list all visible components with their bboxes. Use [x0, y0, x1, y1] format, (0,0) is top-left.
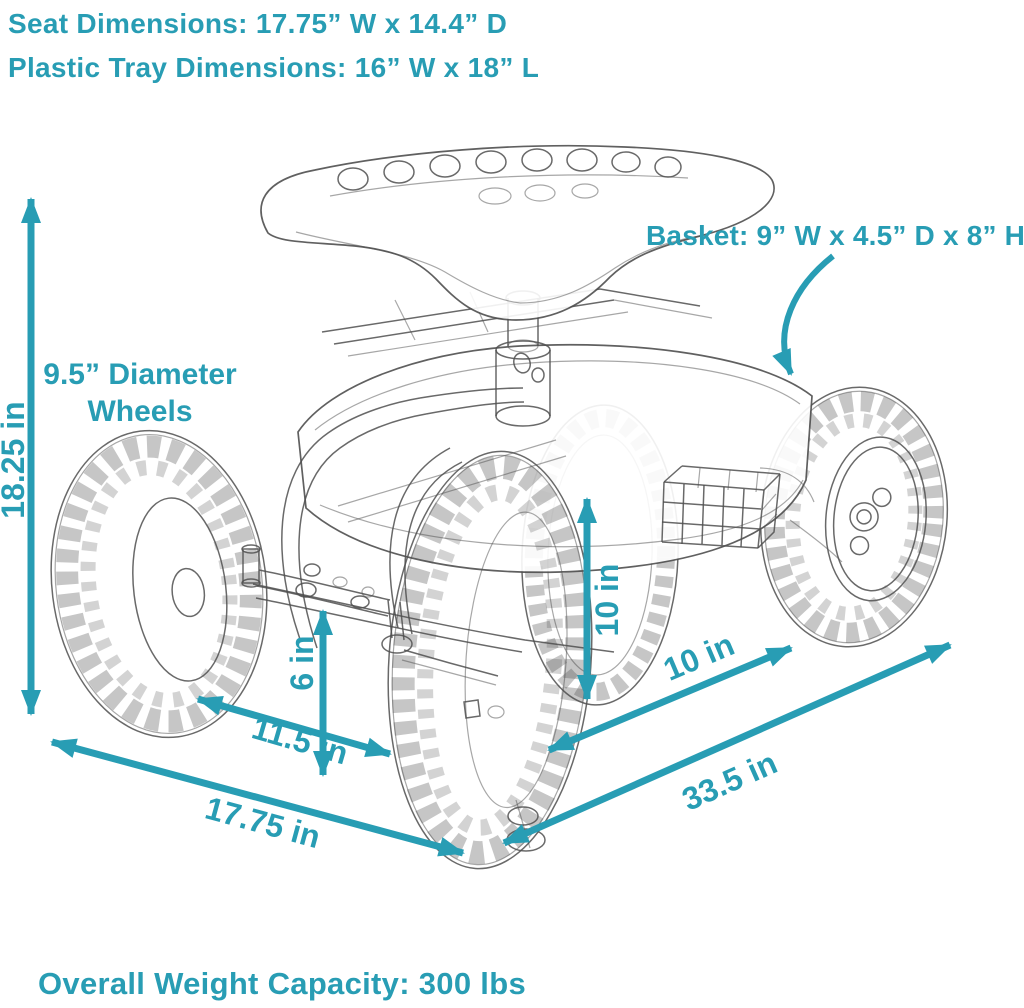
clearance-label: 6 in	[284, 635, 320, 690]
wheel-front-left	[50, 429, 268, 739]
wheel-diameter-line2: Wheels	[87, 395, 193, 428]
storage-basket	[661, 465, 781, 549]
basket-dimensions-text: Basket: 9” W x 4.5” D x 8” H	[646, 220, 1024, 251]
tray-dimensions-text: Plastic Tray Dimensions: 16” W x 18” L	[8, 52, 540, 83]
tractor-seat	[260, 144, 775, 321]
dimension-annotations: 18.25 in 6 in 10 in 11.5 in 17.75 in 10 …	[0, 197, 952, 857]
overall-width-arrow	[50, 738, 465, 857]
weight-capacity-text: Overall Weight Capacity: 300 lbs	[38, 966, 526, 1001]
seat-dimensions-text: Seat Dimensions: 17.75” W x 14.4” D	[8, 8, 508, 39]
overall-length-label: 33.5 in	[677, 744, 783, 817]
wheel-diameter-text: 9.5” Diameter Wheels	[20, 356, 260, 430]
front-track-label: 11.5 in	[248, 709, 352, 771]
under-body-label: 10 in	[589, 564, 625, 637]
wheel-diameter-line1: 9.5” Diameter	[43, 358, 237, 391]
garden-cart-sketch	[50, 144, 949, 870]
overall-height-label: 18.25 in	[0, 401, 31, 518]
overall-length-arrow	[502, 641, 952, 847]
seat-holes	[337, 148, 682, 205]
basket-pointer-arrow	[772, 253, 835, 376]
header-dimensions: Seat Dimensions: 17.75” W x 14.4” D Plas…	[8, 2, 539, 90]
steering-assembly	[241, 544, 499, 686]
